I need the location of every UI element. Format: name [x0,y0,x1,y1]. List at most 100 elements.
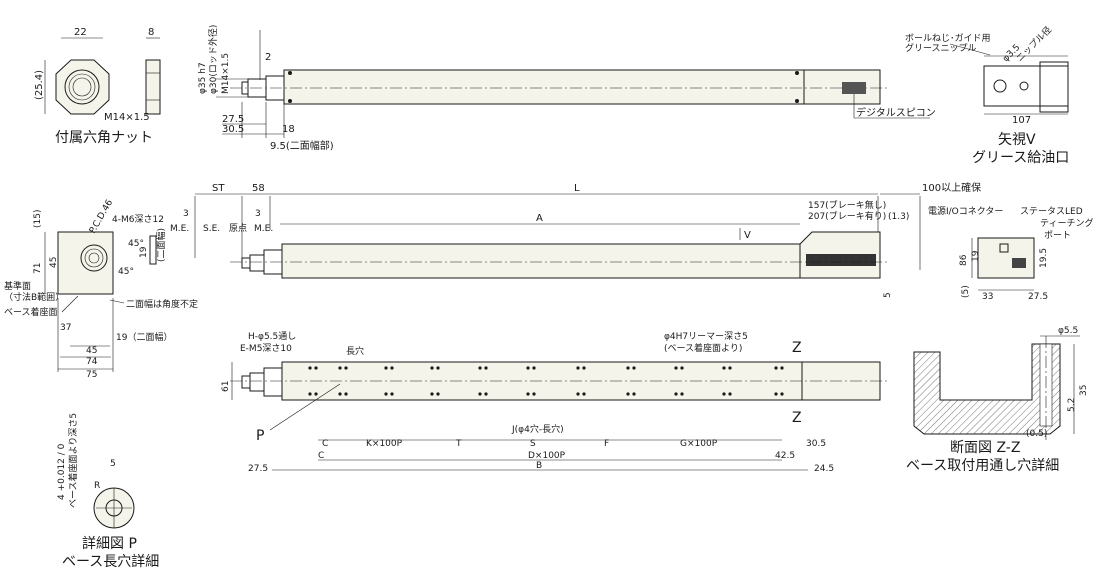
mounting-hole-mark [526,366,530,370]
end-dim-19-twoface: 19（二面幅） [116,331,172,343]
side-dim-st: ST [212,183,225,194]
mounting-hole-mark [576,366,580,370]
rod-dim-m14: M14×1.5 [221,53,231,94]
mounting-hole-mark [308,366,312,370]
side-dim-58: 58 [252,183,265,194]
end-dim-45: 45 [49,257,59,268]
nut-caption: 付属六角ナット [55,130,153,146]
heat-sink [806,254,876,266]
actuator-side-view: ST 58 L A 100以上確保 3 M.E. S.E. 原点 3 M.E. … [170,181,981,298]
actuator-body-side [281,243,801,279]
slot-label: 長穴 [346,345,364,357]
stroke-mark-me-a: M.E. [170,224,189,234]
mounting-hole-mark [484,392,488,396]
mounting-hole-mark [632,366,636,370]
chain-dim-c2: C [318,451,324,461]
mounting-hole-mark [390,392,394,396]
mounting-hole-mark [728,392,732,396]
mounting-hole-mark [774,366,778,370]
right-dim-27-5: 27.5 [1028,292,1048,302]
mounting-hole-mark [430,392,434,396]
brake-with-label: 207(ブレーキ有り) [808,210,886,222]
section-caption-2: ベース取付用通し穴詳細 [906,458,1059,474]
detail-p-marker: P [256,428,264,444]
nut-dim-thread: M14×1.5 [104,112,150,123]
right-dim-5: (5) [961,285,971,298]
detail-p-tolerance: 4 +0.012 / 0 [57,443,67,500]
digital-display [842,82,866,94]
mounting-hole-mark [308,392,312,396]
chain-dim-s: S [530,439,536,449]
chain-dim-f: F [604,439,609,449]
end-dim-37: 37 [60,323,71,333]
rod-dim-27-5: 27.5 [222,114,244,125]
hole-label-h: H-φ5.5通し [248,331,296,342]
side-dim-5: 5 [883,292,893,298]
end-angle-1: 45° [128,239,144,249]
z-mark-top: Z [792,340,802,356]
reamer-label-1: φ4H7リーマー深さ5 [664,331,748,342]
mounting-hole-mark [626,366,630,370]
section-dim-0-5: (0.5) [1026,429,1047,439]
rod-dim-2: 2 [265,52,271,63]
view-v-dim-107: 107 [1012,115,1031,126]
stroke-mark-origin: 原点 [229,223,247,234]
end-side-dim-twoface: (二面幅) [155,228,167,262]
mounting-hole-mark [338,366,342,370]
mounting-hole-mark [314,392,318,396]
mounting-hole-mark [344,392,348,396]
mounting-hole-mark [436,366,440,370]
end-angle-2: 45° [118,267,134,277]
chain-dim-t: T [455,439,462,449]
section-dim-35: 35 [1079,385,1089,396]
mounting-hole-mark [774,392,778,396]
mounting-hole-mark [436,392,440,396]
stroke-mark-se: S.E. [203,224,220,234]
end-dim-71: 71 [33,263,43,274]
mounting-hole-mark [728,366,732,370]
end-dim-75: 75 [86,370,97,380]
actuator-bottom-view: H-φ5.5通し E-M5深さ10 長穴 φ4H7リーマー深さ5 (ベース着座面… [221,331,890,474]
dim-d: D×100P [528,451,566,461]
connector-label: 電源I/Oコネクター [928,206,1003,217]
mounting-hole-mark [384,392,388,396]
bottom-dim-27-5: 27.5 [248,464,268,474]
mounting-hole-mark [582,366,586,370]
end-dim-45b: 45 [86,346,97,356]
rod-dim-phi30: φ30(ロッド外径) [207,25,219,94]
bottom-dim-61: 61 [221,381,231,392]
mounting-hole-mark [674,392,678,396]
mounting-hole-mark [680,366,684,370]
right-dim-33: 33 [982,292,993,302]
mounting-hole-mark [384,366,388,370]
section-dim-5-2: 5.2 [1067,398,1077,412]
mounting-hole-mark [532,392,536,396]
chain-dim-g: G×100P [680,439,718,449]
detail-p-caption-1: 詳細図 P [82,536,137,552]
mounting-hole-mark [722,392,726,396]
detail-p-caption-2: ベース長穴詳細 [62,554,159,570]
teaching-label-1: ティーチング [1040,217,1093,229]
stroke-mark-me-b: M.E. [254,224,273,234]
side-dim-100: 100以上確保 [922,181,981,194]
arrow-v-label: V [744,230,751,241]
mounting-hole-mark [314,366,318,370]
section-dim-phi: φ5.5 [1058,326,1078,336]
right-end-view: 電源I/Oコネクター ステータスLED ティーチング ポート 86 19 19.… [928,206,1093,302]
end-view-body [57,231,114,295]
mounting-holes-row [308,366,784,396]
mounting-hole-mark [532,366,536,370]
stroke-mark-3a: 3 [183,209,189,219]
view-v-caption-2: グリース給油口 [972,150,1069,166]
mounting-hole-mark [526,392,530,396]
end-dim-74: 74 [86,357,98,367]
two-face-note: 二面幅は角度不定 [126,298,198,310]
mounting-hole-mark [632,392,636,396]
bottom-dim-30-5: 30.5 [806,439,826,449]
grease-nipple-label-2: グリースニップル [905,42,977,54]
side-dim-l: L [574,183,580,194]
end-hole-label: 4-M6深さ12 [112,214,164,225]
z-mark-bottom: Z [792,410,802,426]
view-v-detail: 107 ボールねじ･ガイド用 グリースニップル φ3.5 ニップル径 矢視V グ… [905,24,1069,166]
